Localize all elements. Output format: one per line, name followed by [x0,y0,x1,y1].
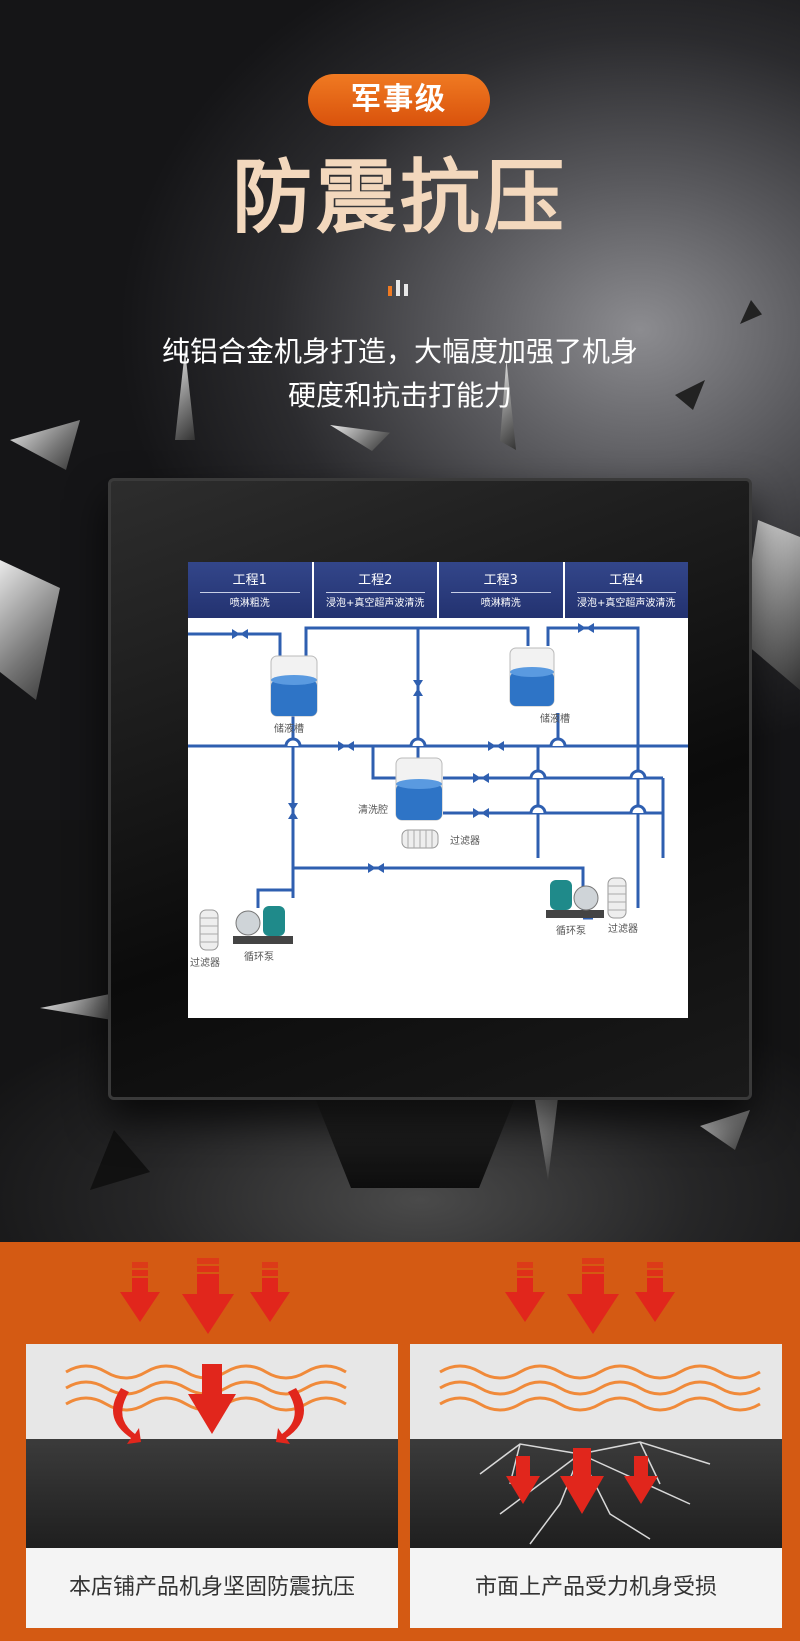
label-tank-left: 储液槽 [274,722,304,735]
tab-desc: 浸泡+真空超声波清洗 [577,597,676,609]
arrow-down-icon [635,1292,675,1322]
pressure-arrows-right [505,1258,675,1334]
valve-icon [488,741,504,751]
process-tabs: 工程1 喷淋粗洗 工程2 浸泡+真空超声波清洗 工程3 喷淋精洗 工程4 浸泡+… [188,562,688,618]
tab-name: 工程2 [325,572,425,593]
arrow-down-icon [120,1292,160,1322]
tab-name: 工程3 [451,572,551,593]
pump-left-icon [233,906,293,944]
monitor-stand [315,1098,515,1188]
label-pump-left: 循环泵 [244,950,274,963]
label-filter-right: 过滤器 [608,922,638,935]
storage-tank-right [509,647,555,707]
filter-mid-icon [401,829,439,849]
subtitle-line-2: 硬度和抗击打能力 [287,379,512,412]
deflect-arrow-icon [276,1388,304,1444]
label-filter-left: 过滤器 [190,956,220,969]
shock-wave-left [65,1364,347,1444]
shard-decoration [0,560,60,700]
valve-icon [473,808,489,818]
military-grade-badge: 军事级 [308,74,490,126]
valve-icon [288,803,298,819]
tab-desc: 喷淋精洗 [480,597,521,609]
deflect-arrow-icon [113,1388,141,1444]
shard-decoration [10,420,80,470]
tab-desc: 浸泡+真空超声波清洗 [326,597,425,609]
hero-section: 军事级 防震抗压 纯铝合金机身打造，大幅度加强了机身 硬度和抗击打能力 工程1 … [0,0,800,1242]
arrow-down-icon [250,1292,290,1322]
arrow-down-icon [505,1292,545,1322]
pipe-crossovers [284,737,647,814]
subtitle-line-1: 纯铝合金机身打造，大幅度加强了机身 [161,335,638,368]
filter-left-icon [199,909,219,951]
valve-icon [413,680,423,696]
caption-our-product: 本店铺产品机身坚固防震抗压 [26,1548,398,1628]
tab-name: 工程4 [576,572,676,593]
arrow-down-icon [560,1476,604,1514]
arrow-down-icon [624,1476,658,1504]
tab-process-2[interactable]: 工程2 浸泡+真空超声波清洗 [313,562,439,618]
monitor-screen: 工程1 喷淋粗洗 工程2 浸泡+真空超声波清洗 工程3 喷淋精洗 工程4 浸泡+… [188,562,688,1018]
shard-decoration [330,425,390,451]
damaged-body-slab [410,1439,782,1548]
tab-process-4[interactable]: 工程4 浸泡+真空超声波清洗 [564,562,688,618]
valve-icon [578,623,594,633]
storage-tank-left [270,655,318,717]
label-wash-tank: 清洗腔 [358,803,388,816]
arrow-down-icon [506,1476,540,1504]
tab-desc: 喷淋粗洗 [229,597,270,609]
valve-icon [232,629,248,639]
shock-wave-right [439,1364,761,1545]
label-pump-right: 循环泵 [556,924,586,937]
process-diagram: 储液槽 储液槽 清洗腔 过滤器 过滤器 循环泵 循环泵 过滤器 [188,623,688,969]
crack-lines [479,1441,711,1545]
tab-name: 工程1 [200,572,300,593]
panel-market-product: 市面上产品受力机身受损 [410,1344,782,1628]
wash-tank [395,757,443,821]
tab-process-1[interactable]: 工程1 喷淋粗洗 [188,562,314,618]
divider-mark [388,280,412,296]
page-title: 防震抗压 [232,151,568,244]
sturdy-body-slab [26,1439,398,1548]
comparison-section: 本店铺产品机身坚固防震抗压 市面上产品受力机身受损 [0,1242,800,1641]
valve-icon [473,773,489,783]
filter-right-icon [607,877,627,919]
panel-our-product: 本店铺产品机身坚固防震抗压 [26,1344,398,1628]
valve-icon [368,863,384,873]
pump-right-icon [546,880,604,918]
pressure-arrows-left [120,1258,290,1334]
subtitle: 纯铝合金机身打造，大幅度加强了机身 硬度和抗击打能力 [0,330,800,418]
arrow-down-icon [188,1394,236,1434]
valve-icon [338,741,354,751]
valves [232,623,594,873]
shard-decoration [740,300,762,324]
label-tank-right: 储液槽 [540,712,570,725]
tab-process-3[interactable]: 工程3 喷淋精洗 [439,562,565,618]
caption-market-product: 市面上产品受力机身受损 [410,1548,782,1628]
label-filter-mid: 过滤器 [450,834,480,847]
arrow-down-icon [567,1294,619,1334]
arrow-down-icon [182,1294,234,1334]
